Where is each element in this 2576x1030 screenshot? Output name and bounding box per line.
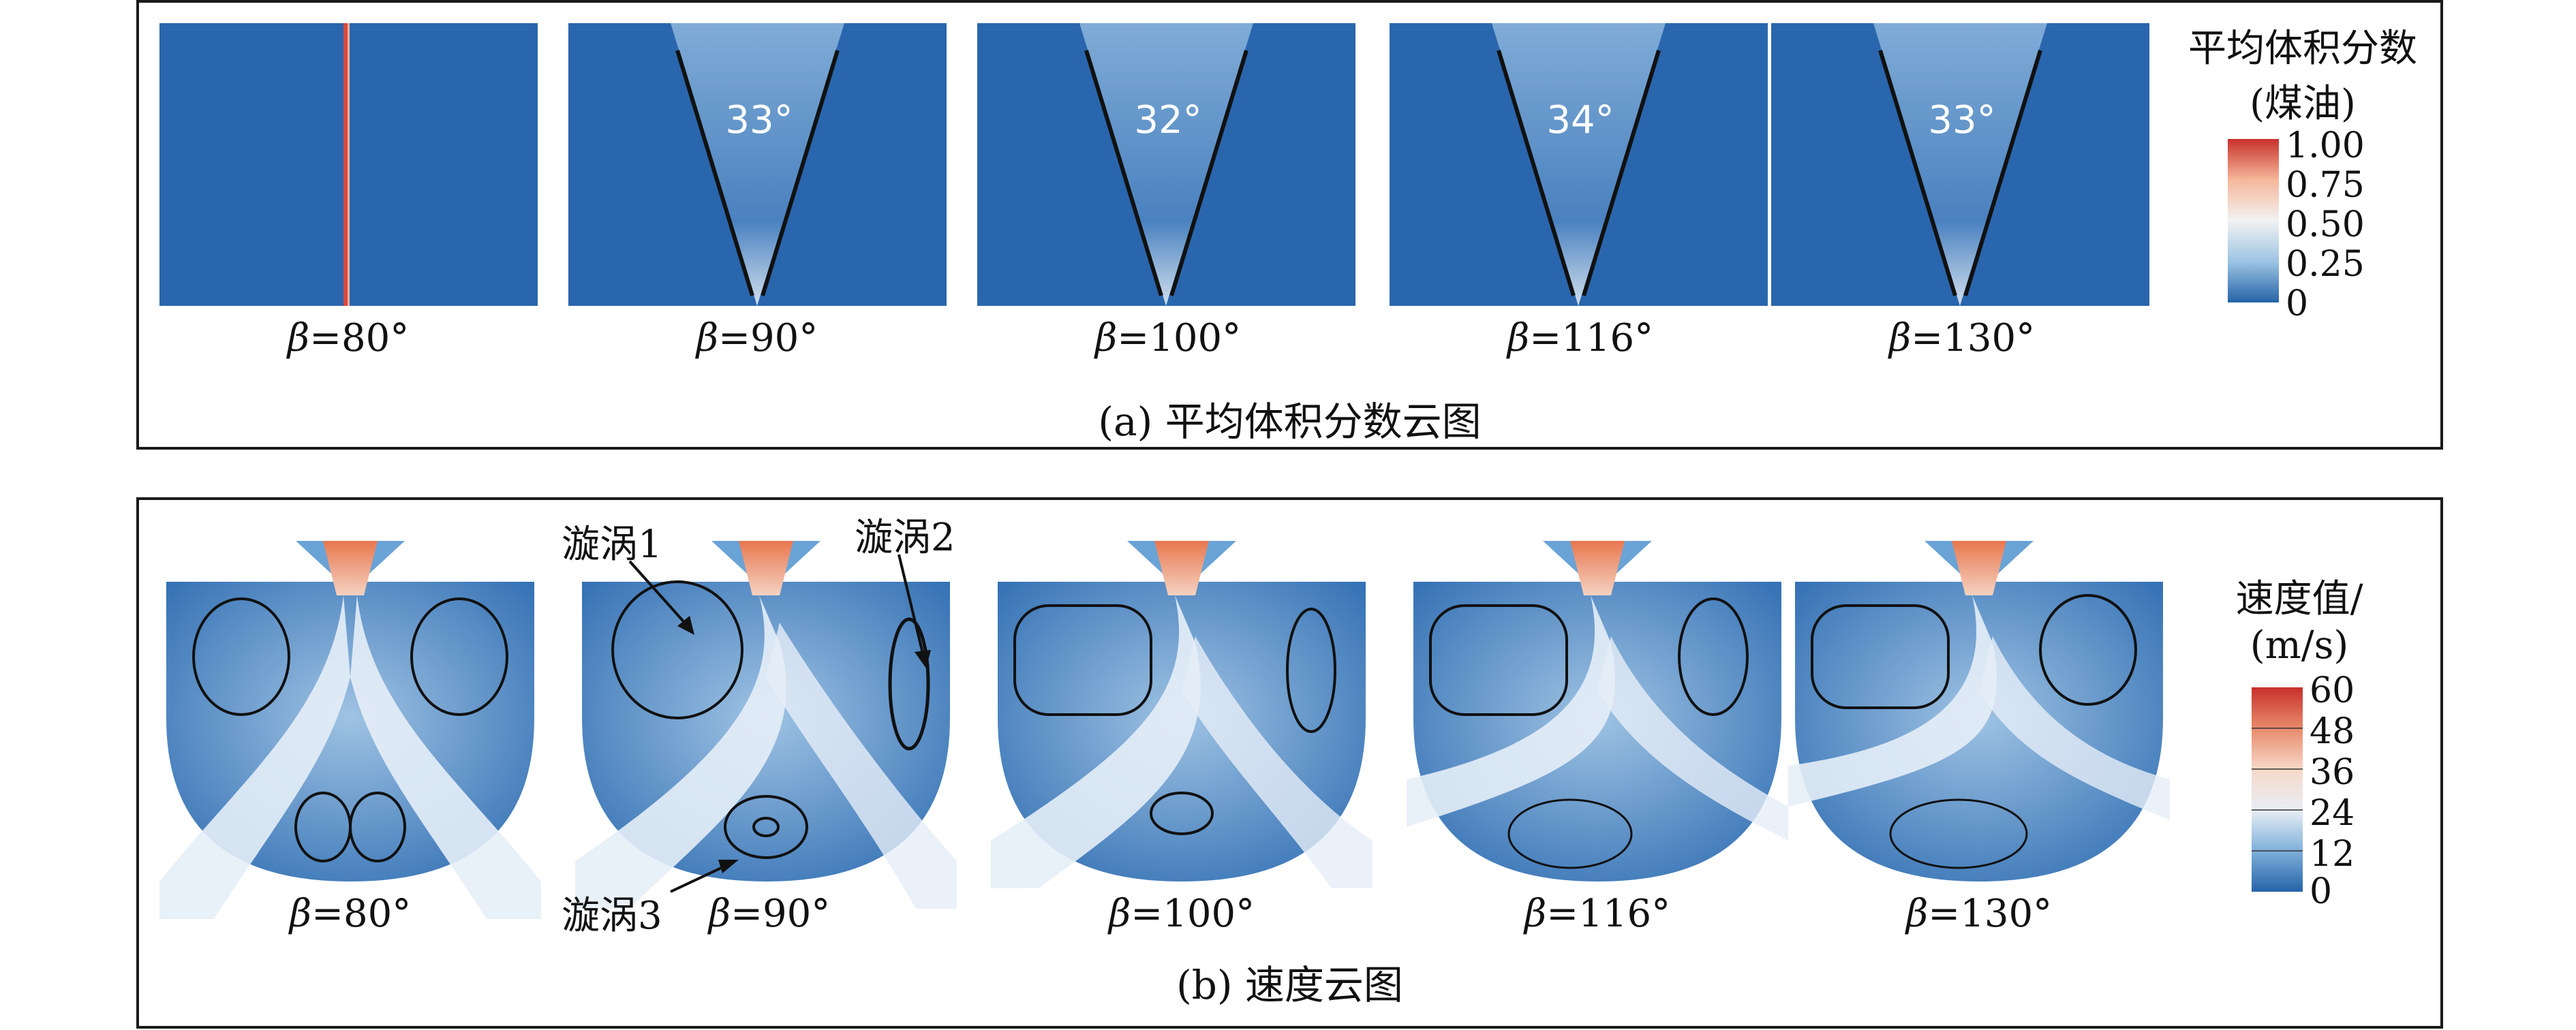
colorbar-a-tick-4: 0.25 — [2286, 244, 2365, 285]
caption-a-116: β=116° — [1507, 316, 1654, 360]
panel-volume-fraction: 33° 32° 34° 33° β=80° β=90° β=100° β=116… — [136, 0, 2443, 450]
colorbar-b-tick-6: 0 — [2310, 871, 2333, 912]
vortex-2-arrow — [898, 554, 931, 668]
caption-a-80: β=80° — [287, 316, 410, 360]
panel-a-title: (a) 平均体积分数云图 — [1098, 399, 1482, 445]
caption-b-100: β=100° — [1108, 892, 1255, 936]
vortex-3-label: 漩涡3 — [562, 894, 662, 938]
colorbar-b — [2252, 687, 2303, 892]
caption-b-80: β=80° — [289, 892, 412, 936]
vortex-3-arrow — [670, 860, 739, 893]
contour-b-100 — [991, 541, 1373, 888]
colorbar-a-title: 平均体积分数 (煤油) — [2188, 27, 2417, 126]
contour-a-90 — [568, 23, 947, 306]
colorbar-a-tick-1: 1.00 — [2286, 125, 2365, 166]
colorbar-a-tick-3: 0.50 — [2286, 204, 2365, 245]
vortex-2-label: 漩涡2 — [855, 516, 955, 560]
colorbar-b-tick-1: 60 — [2310, 670, 2355, 711]
spray-angle-116: 34° — [1546, 98, 1614, 142]
contour-a-80 — [159, 23, 538, 306]
vortex-1-arrow — [628, 560, 694, 635]
caption-b-130: β=130° — [1905, 892, 2053, 936]
panel-velocity: 漩涡1 漩涡2 漩涡3 β=80° β=90° β=100° β=116° β=… — [136, 497, 2443, 1029]
colorbar-b-tick-3: 36 — [2310, 752, 2355, 793]
caption-b-90: β=90° — [708, 892, 831, 936]
contour-a-116 — [1390, 23, 1768, 306]
colorbar-b-tick-2: 48 — [2310, 711, 2355, 752]
spray-angle-100: 32° — [1134, 98, 1202, 142]
caption-b-116: β=116° — [1524, 892, 1671, 936]
vortex-1-label: 漩涡1 — [562, 522, 662, 567]
colorbar-b-tick-4: 24 — [2310, 793, 2355, 834]
colorbar-a-tick-2: 0.75 — [2286, 165, 2365, 206]
colorbar-a-tick-5: 0 — [2286, 283, 2309, 324]
contour-b-116 — [1407, 541, 1788, 881]
caption-a-130: β=130° — [1888, 316, 2036, 360]
spray-angle-90: 33° — [725, 98, 793, 142]
spray-angle-130: 33° — [1928, 98, 1996, 142]
contour-b-80 — [159, 541, 541, 919]
colorbar-b-tick-5: 12 — [2310, 834, 2355, 875]
panel-b-title: (b) 速度云图 — [1176, 962, 1403, 1008]
contour-b-130 — [1788, 541, 2170, 881]
contour-a-130 — [1771, 23, 2149, 306]
colorbar-a — [2228, 139, 2279, 302]
caption-a-100: β=100° — [1094, 316, 1242, 360]
contour-a-100 — [977, 23, 1355, 306]
caption-a-90: β=90° — [696, 316, 818, 360]
colorbar-b-title: 速度值/ (m/s) — [2235, 577, 2363, 668]
contour-b-90 — [575, 541, 957, 909]
